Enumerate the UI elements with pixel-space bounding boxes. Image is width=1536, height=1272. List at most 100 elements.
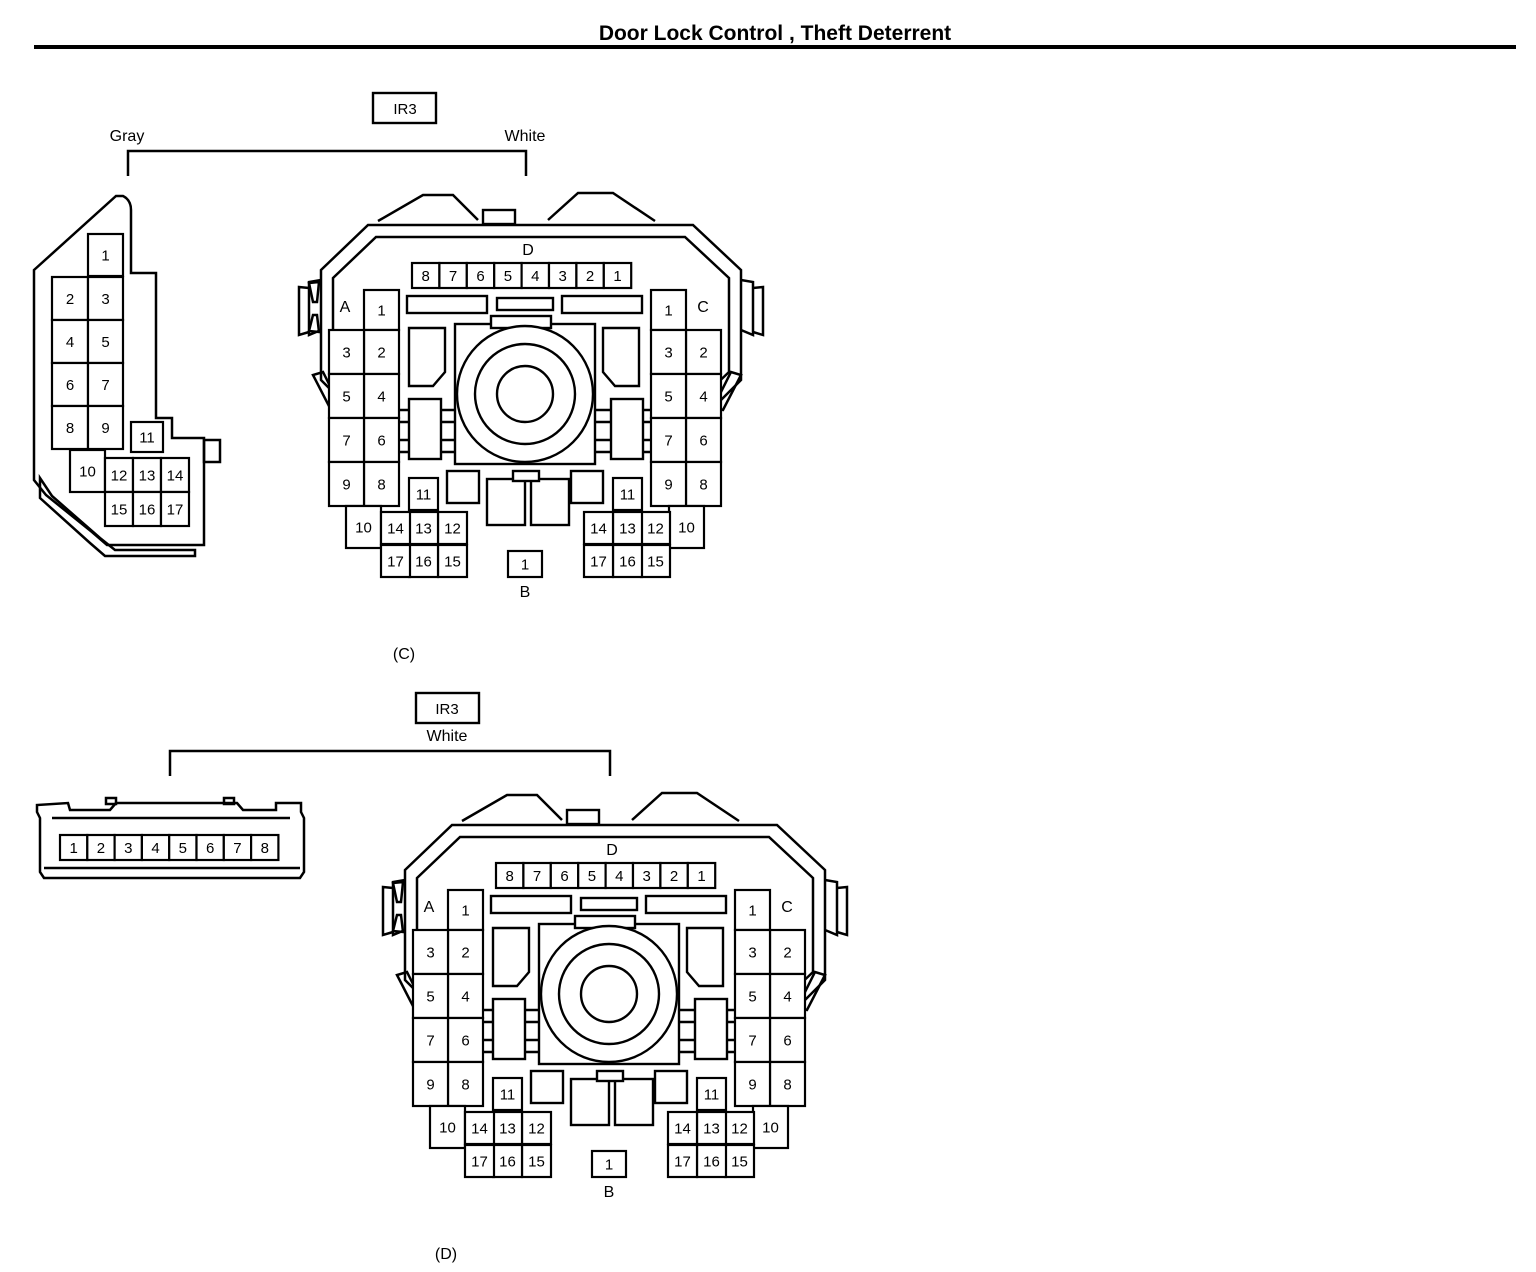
pin-cell: 12 xyxy=(723,1110,756,1146)
pin-box xyxy=(407,543,440,579)
pin-number: 13 xyxy=(703,1120,720,1137)
pin-cell: 7 xyxy=(522,861,552,890)
insert xyxy=(407,326,447,388)
pin-box xyxy=(86,833,116,862)
pin-number: 16 xyxy=(415,553,432,570)
pin-cell: 1 xyxy=(602,261,633,290)
pin-box xyxy=(491,1076,524,1112)
pin-cell: 3 xyxy=(649,328,688,376)
pin-number: 9 xyxy=(748,1076,756,1093)
pin-cell: 5 xyxy=(86,318,125,365)
pin-cell: 7 xyxy=(438,261,468,290)
gray-label: Gray xyxy=(110,128,145,145)
pin-number: 5 xyxy=(179,840,187,857)
left-ear xyxy=(391,880,405,904)
pin-number: 3 xyxy=(342,344,350,361)
pin-cell: 10 xyxy=(68,448,107,494)
pin-number: 10 xyxy=(439,1119,456,1136)
pin-cell: 15 xyxy=(436,543,469,579)
pin-cell: 10 xyxy=(751,1104,790,1150)
right-ear xyxy=(824,878,839,937)
white-label: White xyxy=(427,728,468,745)
pin-cell: 17 xyxy=(159,490,191,528)
pin-cell: 6 xyxy=(446,1016,485,1064)
connector-housing-inner xyxy=(38,473,197,558)
left-ear xyxy=(307,280,321,304)
pin-cell: 5 xyxy=(649,372,688,420)
guide-slot xyxy=(489,894,573,915)
right-ear xyxy=(836,885,849,937)
pin-box xyxy=(506,549,544,579)
pin-box xyxy=(436,543,469,579)
bracket-line xyxy=(168,749,612,776)
pin-cell: 4 xyxy=(50,318,90,365)
pin-cell: 2 xyxy=(446,928,485,976)
pin-box xyxy=(438,261,468,290)
pin-number: 11 xyxy=(704,1086,720,1103)
section-label-a: A xyxy=(340,299,351,316)
pin-cell: 4 xyxy=(684,372,723,420)
pin-cell: 12 xyxy=(639,510,672,546)
pin-number: 6 xyxy=(206,840,214,857)
pin-cell: 4 xyxy=(768,972,807,1020)
pin-box xyxy=(733,1016,772,1064)
pin-number: 4 xyxy=(66,334,74,351)
pin-number: 5 xyxy=(342,388,350,405)
figure-caption: (D) xyxy=(435,1246,457,1263)
top-tab xyxy=(547,191,656,223)
pin-box xyxy=(649,416,688,464)
boss-ring-inner xyxy=(579,964,639,1024)
pin-box xyxy=(582,543,615,579)
pin-box xyxy=(410,261,441,290)
pin-cell: 4 xyxy=(446,972,485,1020)
guide-slot xyxy=(405,294,489,315)
pin-cell: 17 xyxy=(463,1143,496,1179)
pin-box xyxy=(411,1060,450,1108)
pin-number: 4 xyxy=(783,988,791,1005)
pin-box xyxy=(131,490,163,528)
pin-cell: 15 xyxy=(103,490,135,528)
pin-number: 2 xyxy=(461,944,469,961)
pin-number: 12 xyxy=(111,467,128,484)
pin-number: 12 xyxy=(528,1120,545,1137)
pin-number: 8 xyxy=(66,420,74,437)
pin-cell: 14 xyxy=(379,510,412,546)
pin-number: 7 xyxy=(426,1032,434,1049)
pin-number: 17 xyxy=(674,1153,691,1170)
insert xyxy=(569,469,605,505)
pin-box xyxy=(131,456,163,494)
section-label-a: A xyxy=(424,899,435,916)
pin-number: 5 xyxy=(664,388,672,405)
pin-box xyxy=(446,888,485,932)
pin-box xyxy=(602,261,633,290)
pin-box xyxy=(103,490,135,528)
pin-box xyxy=(463,1143,496,1179)
pin-box xyxy=(520,1143,553,1179)
guide-slot xyxy=(579,896,639,912)
pin-cell: 15 xyxy=(520,1143,553,1179)
insert xyxy=(693,997,729,1061)
pin-box xyxy=(684,460,723,508)
section-label-c: C xyxy=(781,899,793,916)
pin-number: 2 xyxy=(586,268,594,285)
insert xyxy=(569,1077,611,1127)
pin-cell: 3 xyxy=(631,861,662,890)
pin-cell: 2 xyxy=(362,328,401,376)
pin-cell: 11 xyxy=(611,476,644,512)
pin-cell: 13 xyxy=(611,510,644,546)
pin-number: 16 xyxy=(619,553,636,570)
pin-box xyxy=(379,543,412,579)
pin-number: 1 xyxy=(521,556,529,573)
pin-box xyxy=(649,372,688,420)
pin-cell: 16 xyxy=(611,543,644,579)
pin-cell: 6 xyxy=(195,833,225,862)
pin-cell: 9 xyxy=(411,1060,450,1108)
pin-number: 5 xyxy=(588,868,596,885)
pin-number: 5 xyxy=(426,988,434,1005)
latch-bump xyxy=(222,796,236,806)
page-title: Door Lock Control , Theft Deterrent xyxy=(599,22,951,45)
pin-cell: 4 xyxy=(140,833,171,862)
